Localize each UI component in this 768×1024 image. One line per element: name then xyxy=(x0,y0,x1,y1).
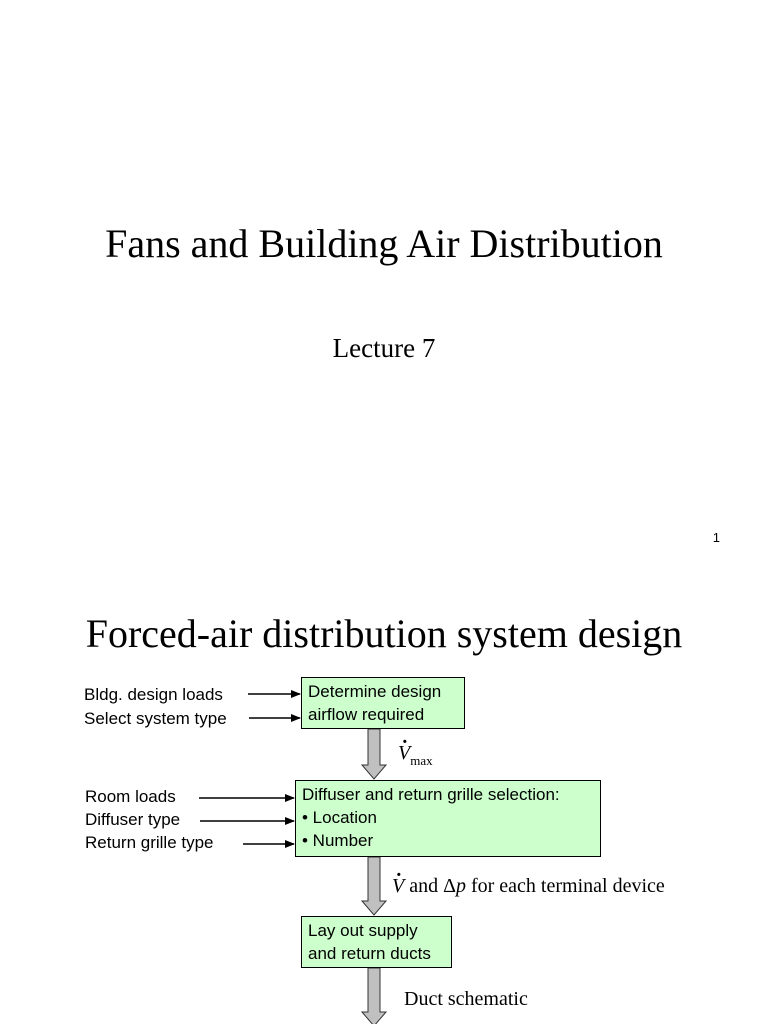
v-dot-symbol: V xyxy=(392,875,404,898)
down-arrow xyxy=(360,728,388,780)
box-line: airflow required xyxy=(308,705,425,724)
box-line: Lay out supply xyxy=(308,921,418,940)
page-number: 1 xyxy=(712,530,720,545)
box-line: • Number xyxy=(302,831,374,850)
design-flowchart-slide: Forced-air distribution system design Bl… xyxy=(0,565,768,1024)
step-box-diffuser-selection: Diffuser and return grille selection: • … xyxy=(295,780,601,857)
subscript-max: max xyxy=(410,753,433,768)
box-line: Determine design xyxy=(308,682,442,701)
input-label-return-grille-type: Return grille type xyxy=(85,833,214,852)
box-line: Diffuser and return grille selection: xyxy=(302,785,560,804)
input-label-room-loads: Room loads xyxy=(85,787,176,806)
box-line: • Location xyxy=(302,808,377,827)
flow-label-duct-schematic: Duct schematic xyxy=(404,988,528,1010)
terminal-text: for each terminal device xyxy=(465,875,665,897)
step-box-layout-ducts: Lay out supply and return ducts xyxy=(301,916,452,968)
input-label-design-loads: Bldg. design loads xyxy=(84,685,223,704)
flow-label-terminal-device: V and Δp for each terminal device xyxy=(392,875,665,898)
pressure-symbol: p xyxy=(455,875,466,897)
title-slide: Fans and Building Air Distribution Lectu… xyxy=(105,221,720,545)
step-box-determine-airflow: Determine design airflow required xyxy=(301,677,465,729)
box-line: and return ducts xyxy=(308,944,431,963)
v-dot-symbol: V xyxy=(398,742,410,765)
and-text: and xyxy=(404,875,444,897)
slide-subtitle: Lecture 7 xyxy=(332,333,436,363)
slide-title: Forced-air distribution system design xyxy=(85,611,683,656)
input-label-diffuser-type: Diffuser type xyxy=(85,810,181,829)
flowchart-arrows xyxy=(199,690,388,1024)
flow-label-vmax: Vmax xyxy=(398,742,433,768)
delta-symbol: Δ xyxy=(443,875,456,897)
down-arrow xyxy=(360,967,388,1024)
down-arrow xyxy=(360,856,388,916)
slide-title: Fans and Building Air Distribution xyxy=(105,221,663,266)
input-label-system-type: Select system type xyxy=(84,709,227,728)
